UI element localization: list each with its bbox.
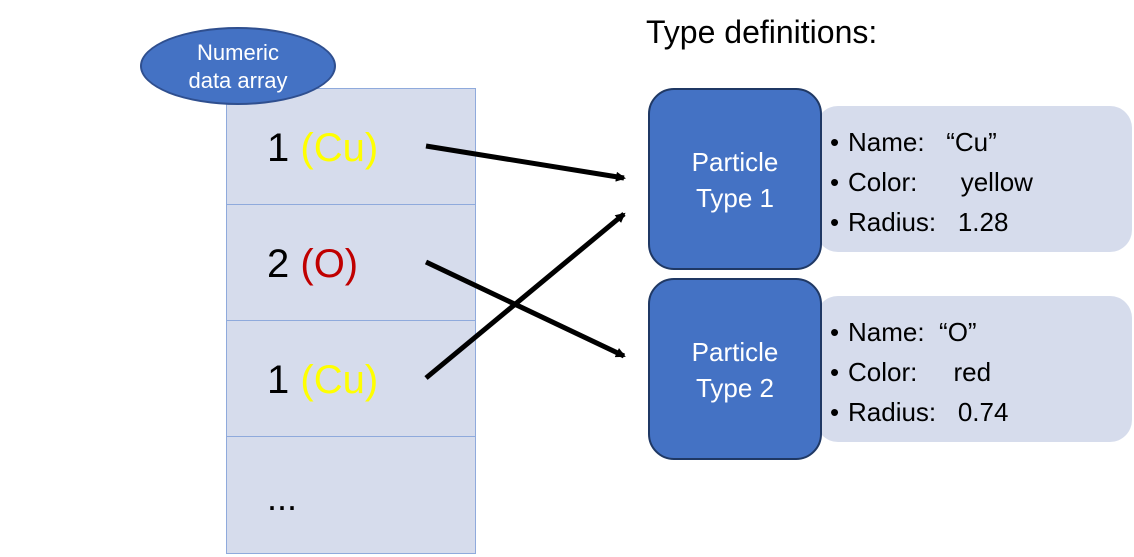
array-cell-1-symbol: (Cu): [300, 126, 379, 170]
bullet-icon: •: [830, 317, 840, 347]
array-cell-4: ...: [227, 437, 475, 553]
array-cell-3-symbol: (Cu): [300, 358, 379, 402]
type-definitions-title: Type definitions:: [646, 14, 878, 50]
type-2-properties-panel: •Name: “O” •Color: red •Radius: 0.74: [816, 296, 1132, 442]
type-1-prop-radius: •Radius: 1.28: [830, 202, 1033, 242]
array-cell-3-number: 1: [267, 358, 290, 402]
bullet-icon: •: [830, 127, 840, 157]
array-label-line2: data array: [188, 68, 288, 93]
type-1-prop-color: •Color: yellow: [830, 162, 1033, 202]
type-2-prop-name: •Name: “O”: [830, 312, 1008, 352]
numeric-data-array: 1 (Cu) 2 (O) 1 (Cu) ...: [226, 88, 476, 554]
array-cell-1: 1 (Cu): [227, 89, 475, 205]
type-2-line2: Type 2: [695, 373, 775, 403]
type-2-line1: Particle: [691, 337, 779, 367]
array-cell-3: 1 (Cu): [227, 321, 475, 437]
particle-type-1-box: Particle Type 1: [648, 88, 822, 270]
array-cell-2-number: 2: [267, 242, 290, 286]
array-cell-1-number: 1: [267, 126, 290, 170]
array-ellipsis: ...: [267, 477, 298, 518]
type-1-line1: Particle: [691, 147, 779, 177]
array-cell-2-symbol: (O): [300, 242, 359, 286]
array-cell-1-text: 1 (Cu): [267, 126, 378, 170]
type-2-prop-color: •Color: red: [830, 352, 1008, 392]
array-cell-2-text: 2 (O): [267, 242, 358, 286]
array-cell-3-text: 1 (Cu): [267, 358, 378, 402]
bullet-icon: •: [830, 167, 840, 197]
bullet-icon: •: [830, 207, 840, 237]
type-1-prop-name: •Name: “Cu”: [830, 122, 1033, 162]
bullet-icon: •: [830, 397, 840, 427]
type-1-properties-panel: •Name: “Cu” •Color: yellow •Radius: 1.28: [816, 106, 1132, 252]
particle-type-2-box: Particle Type 2: [648, 278, 822, 460]
array-cell-2: 2 (O): [227, 205, 475, 321]
bullet-icon: •: [830, 357, 840, 387]
type-2-prop-radius: •Radius: 0.74: [830, 392, 1008, 432]
type-1-line2: Type 1: [695, 183, 775, 213]
array-label-line1: Numeric: [197, 40, 279, 65]
numeric-data-array-label: Numeric data array: [140, 27, 336, 105]
